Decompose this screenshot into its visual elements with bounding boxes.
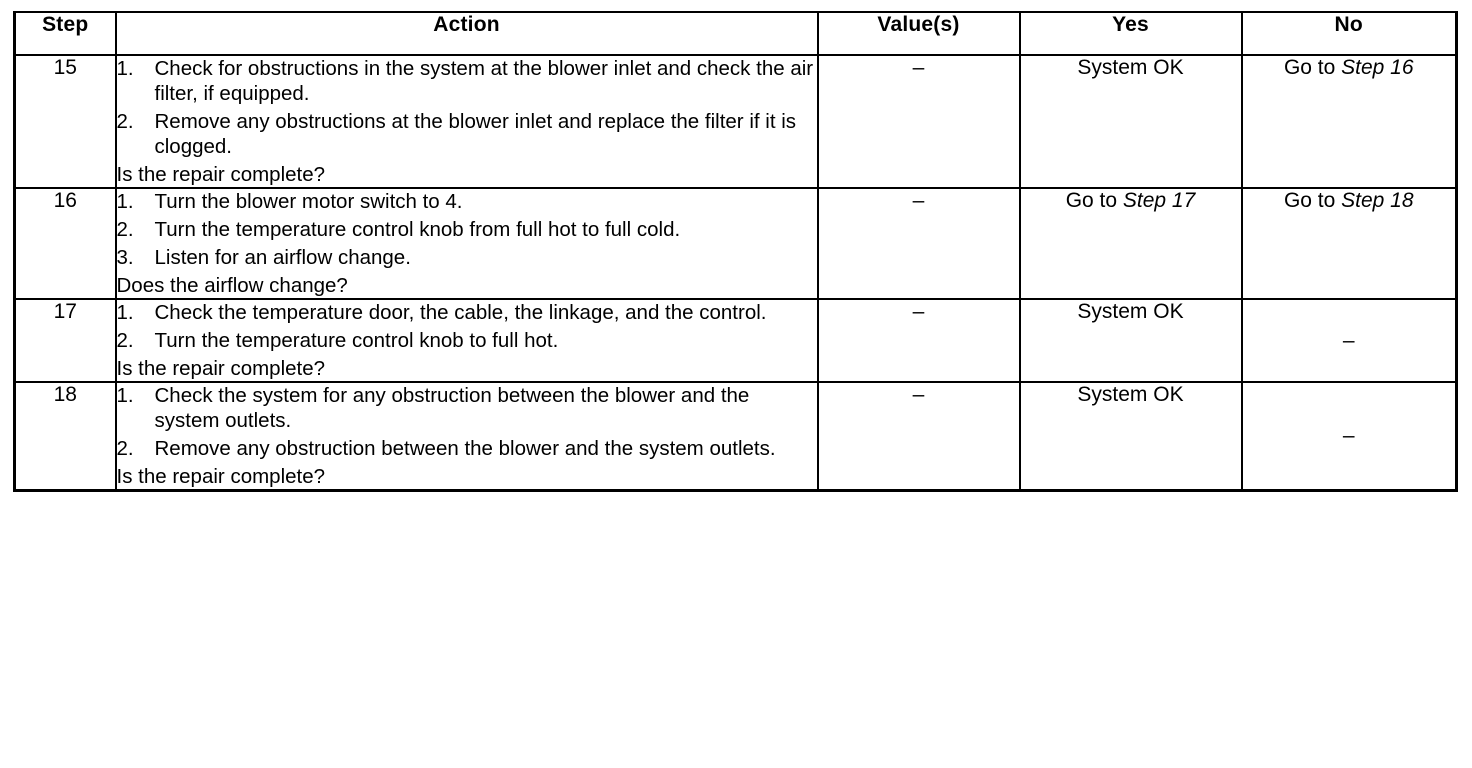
value-cell: – [816, 298, 1021, 383]
action-step-item: 1. Check the system for any obstruction b… [117, 383, 817, 433]
column-header-action: Action [114, 11, 819, 56]
value-cell: – [816, 54, 1021, 189]
action-step-number: 2. [116, 218, 134, 241]
action-step-item: 1. Check the temperature door, the cable,… [117, 300, 817, 325]
yes-answer-prefix: System OK [1077, 383, 1184, 406]
action-step-text: Turn the temperature control knob from f… [154, 218, 681, 241]
yes-answer-cell: Go to Step 17 [1018, 187, 1243, 300]
action-step-number: 1. [116, 57, 134, 80]
no-answer-prefix: – [1342, 424, 1355, 447]
action-step-text: Turn the temperature control knob to ful… [154, 329, 559, 352]
no-answer-prefix: – [1342, 328, 1355, 352]
action-step-item: 2. Turn the temperature control knob from… [117, 217, 817, 242]
value-cell: – [816, 187, 1021, 300]
yes-answer-prefix: Go to [1065, 189, 1123, 212]
no-answer-cell: – [1240, 298, 1458, 383]
action-step-number: 1. [116, 190, 134, 213]
action-cell: 1. Turn the blower motor switch to 4. 2. Tu… [114, 187, 819, 300]
no-answer-step-reference: Step 16 [1341, 56, 1414, 79]
table-header: Step Action Value(s) Yes No [13, 11, 1458, 56]
value-text: – [912, 56, 925, 79]
action-step-list: 1. Check for obstructions in the system a… [117, 56, 817, 159]
yes-answer-prefix: System OK [1077, 300, 1184, 323]
step-number-cell: 18 [13, 381, 117, 492]
column-header-step: Step [13, 11, 117, 56]
yes-answer-text: System OK [1077, 383, 1183, 406]
no-answer-prefix: Go to [1283, 56, 1342, 79]
value-text: – [912, 383, 925, 406]
yes-answer-cell: System OK [1018, 381, 1243, 492]
action-step-text: Check the system for any obstruction bet… [154, 384, 750, 432]
no-answer-step-reference: Step 18 [1341, 189, 1414, 212]
value-text: – [912, 300, 925, 323]
action-step-text: Listen for an airflow change. [154, 246, 411, 269]
action-question: Is the repair complete? [116, 465, 326, 488]
value-cell: – [816, 381, 1021, 492]
action-step-number: 2. [116, 329, 134, 352]
action-step-text: Check the temperature door, the cable, t… [154, 301, 767, 324]
header-row: Step Action Value(s) Yes No [13, 11, 1458, 56]
step-number-cell: 17 [13, 298, 117, 383]
action-step-list: 1. Check the system for any obstruction b… [117, 383, 817, 461]
value-text: – [912, 189, 925, 212]
action-step-text: Remove any obstructions at the blower in… [154, 110, 797, 158]
action-step-item: 1. Turn the blower motor switch to 4. [117, 189, 817, 214]
no-answer-text: – [1343, 424, 1355, 447]
yes-answer-cell: System OK [1018, 54, 1243, 189]
action-step-number: 2. [116, 437, 134, 460]
column-header-yes: Yes [1018, 11, 1243, 56]
yes-answer-step-reference: Step 17 [1122, 189, 1196, 212]
no-answer-cell: – [1240, 381, 1458, 492]
action-question: Is the repair complete? [116, 357, 326, 380]
action-step-number: 1. [116, 384, 134, 407]
step-number-cell: 16 [13, 187, 117, 300]
action-question: Is the repair complete? [116, 163, 326, 186]
action-step-item: 2. Remove any obstructions at the blower … [117, 109, 817, 159]
action-question: Does the airflow change? [116, 274, 348, 297]
action-cell: 1. Check the system for any obstruction b… [114, 381, 819, 492]
action-cell: 1. Check for obstructions in the system a… [114, 54, 819, 189]
yes-answer-text: System OK [1077, 56, 1183, 79]
action-step-list: 1. Turn the blower motor switch to 4. 2. Tu… [117, 189, 817, 270]
yes-answer-text: System OK [1077, 300, 1183, 323]
action-step-item: 2. Turn the temperature control knob to f… [117, 328, 817, 353]
action-step-number: 3. [116, 246, 134, 269]
action-step-list: 1. Check the temperature door, the cable,… [117, 300, 817, 353]
no-answer-prefix: Go to [1283, 189, 1342, 212]
action-step-number: 2. [116, 110, 134, 133]
action-step-text: Check for obstructions in the system at … [154, 57, 814, 105]
no-answer-text: – [1343, 329, 1355, 352]
action-step-item: 3. Listen for an airflow change. [117, 245, 817, 270]
column-header-no: No [1240, 11, 1458, 56]
action-cell: 1. Check the temperature door, the cable,… [114, 298, 819, 383]
no-answer-cell: Go to Step 18 [1240, 187, 1458, 300]
no-answer-text: Go to Step 18 [1284, 189, 1414, 212]
action-step-item: 2. Remove any obstruction between the blo… [117, 436, 817, 461]
column-header-values: Value(s) [816, 11, 1021, 56]
yes-answer-cell: System OK [1018, 298, 1243, 383]
yes-answer-text: Go to Step 17 [1066, 189, 1196, 212]
action-step-text: Remove any obstruction between the blowe… [154, 437, 776, 460]
action-step-text: Turn the blower motor switch to 4. [154, 190, 463, 213]
action-step-item: 1. Check for obstructions in the system a… [117, 56, 817, 106]
no-answer-text: Go to Step 16 [1284, 56, 1414, 79]
no-answer-cell: Go to Step 16 [1240, 54, 1458, 189]
yes-answer-prefix: System OK [1077, 56, 1184, 79]
step-number-cell: 15 [13, 54, 117, 189]
action-step-number: 1. [116, 301, 134, 324]
